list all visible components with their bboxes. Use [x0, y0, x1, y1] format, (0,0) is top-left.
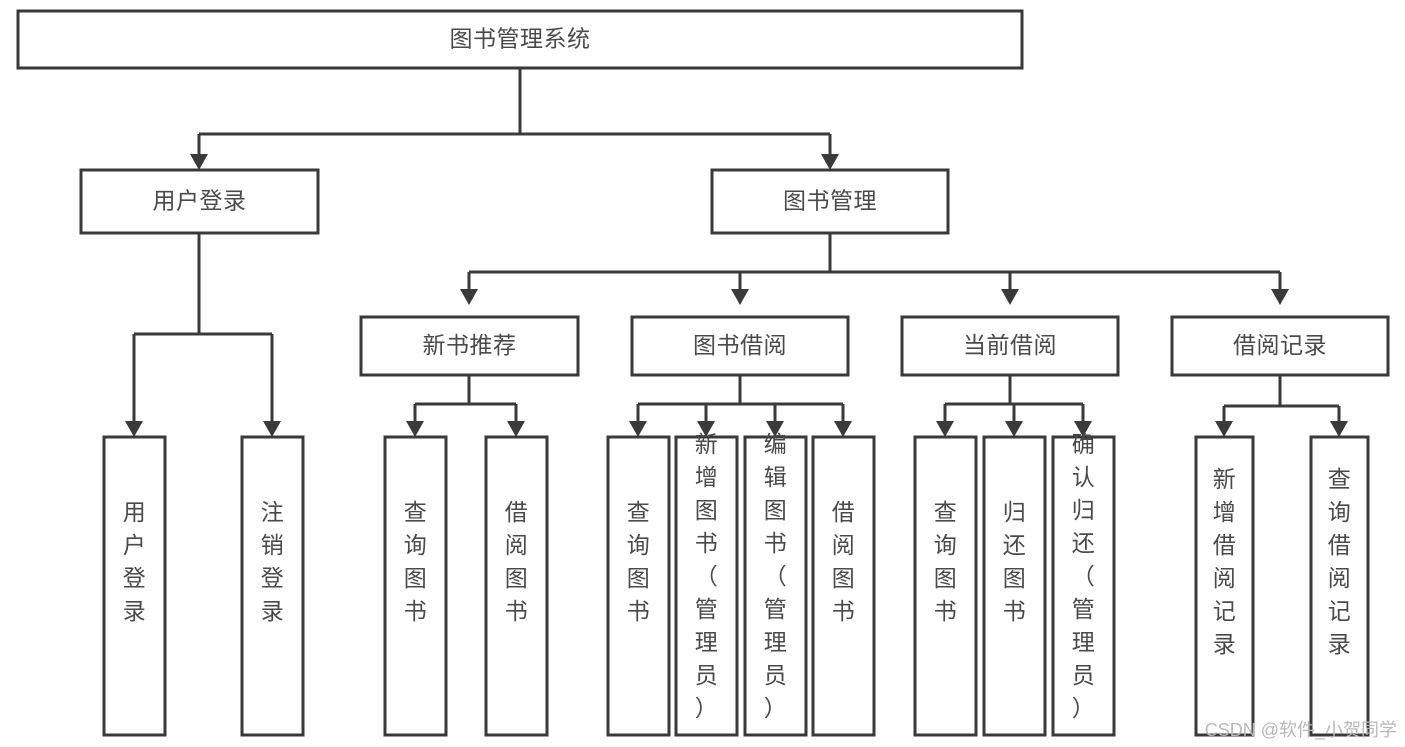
connectors-layer: [125, 68, 1348, 437]
leaf-node-label: 查询图书: [627, 499, 651, 624]
arrow-head-icon: [697, 421, 715, 437]
arrow-head-icon: [1271, 289, 1289, 305]
node-leaf-add-book-admin[interactable]: 新增图书（管理员）: [674, 431, 739, 737]
arrow-head-icon: [1005, 421, 1023, 437]
node-leaf-logout-login[interactable]: 注销登录: [240, 435, 305, 737]
leaf-node-box[interactable]: [484, 435, 549, 737]
level2-node-label: 借阅记录: [1233, 332, 1327, 358]
arrow-head-icon: [125, 421, 143, 437]
arrow-head-icon: [766, 421, 784, 437]
node-book-management[interactable]: 图书管理: [710, 168, 950, 235]
leaf-node-box[interactable]: [811, 435, 876, 737]
root-node-box[interactable]: [16, 9, 1024, 70]
leaf-node-label: 查询借阅记录: [1328, 466, 1352, 657]
leaf-node-label: 用户登录: [123, 499, 147, 624]
arrow-head-icon: [263, 421, 281, 437]
leaf-node-label: 编辑图书（管理员）: [764, 431, 788, 721]
arrow-head-icon: [821, 154, 839, 170]
leaf-node-label: 查询图书: [404, 499, 428, 624]
level1-node-label: 用户登录: [153, 188, 247, 214]
leaf-node-label: 确认归还（管理员）: [1072, 431, 1096, 721]
level2-node-label: 新书推荐: [423, 332, 517, 358]
arrow-head-icon: [834, 421, 852, 437]
level1-node-box[interactable]: [710, 168, 950, 235]
leaf-node-label: 归还图书: [1003, 499, 1027, 624]
arrow-head-icon: [190, 154, 208, 170]
node-borrow-records[interactable]: 借阅记录: [1170, 315, 1390, 377]
node-leaf-query-book-recommend[interactable]: 查询图书: [383, 435, 448, 737]
node-user-login[interactable]: 用户登录: [79, 168, 320, 235]
node-leaf-query-borrow-record[interactable]: 查询借阅记录: [1309, 435, 1370, 737]
leaf-node-label: 新增借阅记录: [1213, 466, 1237, 657]
node-leaf-user-login[interactable]: 用户登录: [102, 435, 167, 737]
arrow-head-icon: [507, 421, 525, 437]
node-current-borrow[interactable]: 当前借阅: [900, 315, 1120, 377]
level2-node-box[interactable]: [1170, 315, 1390, 377]
leaf-node-label: 查询图书: [934, 499, 958, 624]
leaf-node-label: 注销登录: [261, 499, 285, 624]
leaf-node-box[interactable]: [982, 435, 1047, 737]
node-book-borrow[interactable]: 图书借阅: [630, 315, 850, 377]
arrow-head-icon: [1330, 421, 1348, 437]
node-leaf-borrow-book[interactable]: 借阅图书: [811, 435, 876, 737]
arrow-head-icon: [406, 421, 424, 437]
arrow-head-icon: [629, 421, 647, 437]
leaf-node-box[interactable]: [913, 435, 978, 737]
leaf-node-label: 借阅图书: [832, 499, 856, 624]
node-leaf-query-book-borrow[interactable]: 查询图书: [606, 435, 671, 737]
level2-node-box[interactable]: [630, 315, 850, 377]
node-new-book-recommend[interactable]: 新书推荐: [359, 315, 580, 377]
leaf-node-box[interactable]: [383, 435, 448, 737]
arrow-head-icon: [1215, 421, 1233, 437]
level2-node-box[interactable]: [359, 315, 580, 377]
arrow-head-icon: [936, 421, 954, 437]
node-leaf-add-borrow-record[interactable]: 新增借阅记录: [1194, 435, 1255, 737]
level1-node-box[interactable]: [79, 168, 320, 235]
leaf-node-box[interactable]: [1309, 435, 1370, 737]
level2-node-label: 当前借阅: [963, 332, 1057, 358]
leaf-node-box[interactable]: [102, 435, 167, 737]
arrow-head-icon: [731, 289, 749, 305]
leaf-node-box[interactable]: [240, 435, 305, 737]
node-leaf-confirm-return-admin[interactable]: 确认归还（管理员）: [1051, 431, 1116, 737]
node-leaf-query-book-current[interactable]: 查询图书: [913, 435, 978, 737]
root-node-label: 图书管理系统: [450, 26, 591, 52]
arrow-head-icon: [1001, 289, 1019, 305]
leaf-node-label: 新增图书（管理员）: [695, 431, 719, 721]
arrow-head-icon: [1074, 421, 1092, 437]
leaf-node-box[interactable]: [1194, 435, 1255, 737]
node-leaf-return-book[interactable]: 归还图书: [982, 435, 1047, 737]
nodes-layer: 图书管理系统用户登录图书管理新书推荐图书借阅当前借阅借阅记录用户登录注销登录查询…: [16, 9, 1390, 737]
level2-node-box[interactable]: [900, 315, 1120, 377]
leaf-node-box[interactable]: [674, 435, 739, 737]
level1-node-label: 图书管理: [783, 188, 877, 214]
leaf-node-box[interactable]: [743, 435, 808, 737]
leaf-node-label: 借阅图书: [505, 499, 529, 624]
node-leaf-borrow-book-recommend[interactable]: 借阅图书: [484, 435, 549, 737]
node-leaf-edit-book-admin[interactable]: 编辑图书（管理员）: [743, 431, 808, 737]
leaf-node-box[interactable]: [1051, 435, 1116, 737]
csdn-watermark: CSDN @软件_小贺同学: [1204, 720, 1397, 740]
level2-node-label: 图书借阅: [693, 332, 787, 358]
leaf-node-box[interactable]: [606, 435, 671, 737]
node-root[interactable]: 图书管理系统: [16, 9, 1024, 70]
arrow-head-icon: [460, 289, 478, 305]
